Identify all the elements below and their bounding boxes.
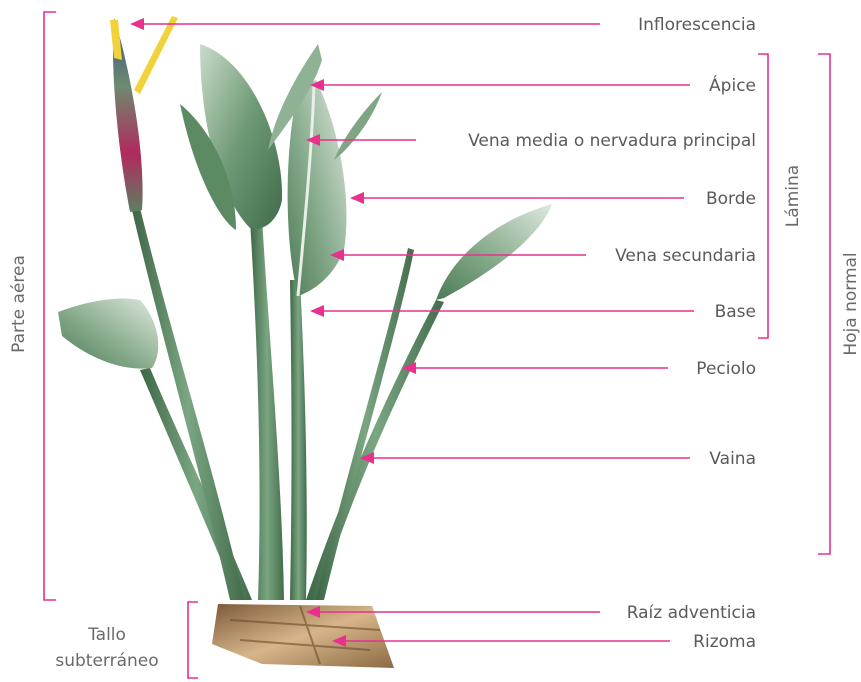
label-rizoma: Rizoma <box>693 632 756 652</box>
label-vena-secundaria: Vena secundaria <box>615 246 756 266</box>
label-borde: Borde <box>706 189 756 209</box>
label-base: Base <box>715 302 756 322</box>
group-label-hoja-normal: Hoja normal <box>841 252 861 355</box>
group-label-parte-aerea: Parte aérea <box>9 255 29 353</box>
bracket-tallo <box>188 602 198 678</box>
arrow-head <box>130 18 144 30</box>
leaf-left-curled <box>58 299 158 369</box>
leaf-main-left <box>200 44 282 229</box>
arrow-head <box>350 192 364 204</box>
bracket-lamina <box>758 54 768 338</box>
label-inflorescencia: Inflorescencia <box>638 15 756 35</box>
label-vaina: Vaina <box>709 449 756 469</box>
arrow-head <box>310 305 324 317</box>
leaf-center-labeled <box>288 80 347 296</box>
plant-illustration <box>58 16 552 668</box>
label-peciolo: Peciolo <box>696 359 756 379</box>
group-label-lamina: Lámina <box>783 165 803 227</box>
stem-right <box>306 300 444 600</box>
stem-main-1 <box>250 218 284 600</box>
label-vena-media: Vena media o nervadura principal <box>468 131 756 151</box>
stem-main-2 <box>290 280 307 600</box>
group-label-tallo: Tallo <box>87 625 126 645</box>
stem-right-thin <box>316 248 414 600</box>
leaf-right <box>436 204 552 300</box>
brackets <box>44 12 830 678</box>
bracket-parte-aerea <box>44 12 56 600</box>
label-raiz-adventicia: Raíz adventicia <box>627 603 756 623</box>
stem-inflorescence <box>132 208 244 600</box>
bracket-hoja-normal <box>818 54 830 554</box>
group-label-subterraneo: subterráneo <box>55 651 158 671</box>
label-apice: Ápice <box>709 74 756 96</box>
